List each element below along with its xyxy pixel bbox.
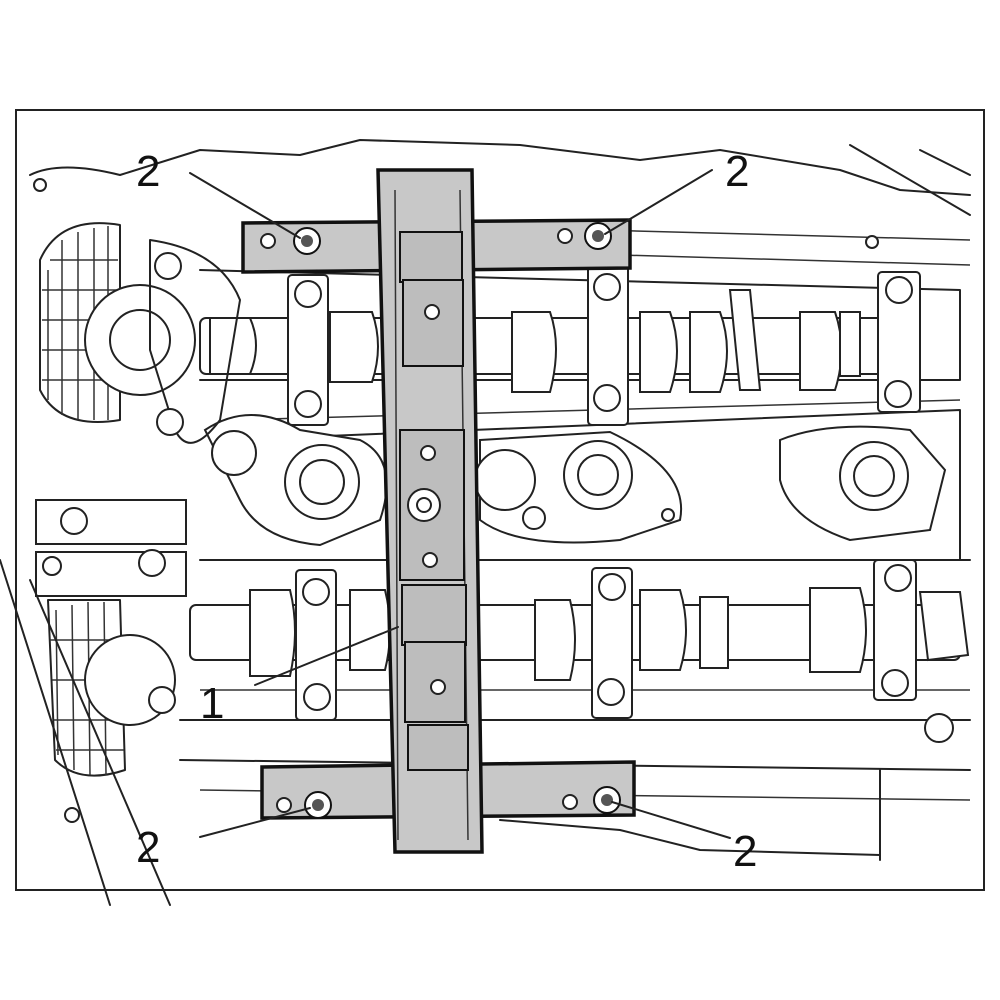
lower-camshaft [189, 587, 970, 681]
engine-head [0, 139, 971, 906]
camshaft-locking-tool [241, 168, 636, 854]
bolt-top-right [584, 222, 612, 250]
bearing-caps [287, 264, 921, 721]
callout-bolt-top-left: 2 [136, 147, 160, 196]
callout-bolt-bottom-right: 2 [733, 827, 757, 876]
bolt-bottom-right [593, 786, 621, 814]
callout-bolt-bottom-left: 2 [136, 823, 160, 872]
bolt-top-left [293, 227, 321, 255]
leader-lines [189, 169, 731, 839]
timing-chain [0, 222, 241, 906]
callout-tool: 1 [200, 679, 224, 728]
callout-bolt-top-right: 2 [725, 147, 749, 196]
spark-plug-wells [203, 414, 947, 547]
upper-camshaft [199, 289, 911, 393]
bolts [293, 222, 621, 819]
bolt-bottom-left [304, 791, 332, 819]
